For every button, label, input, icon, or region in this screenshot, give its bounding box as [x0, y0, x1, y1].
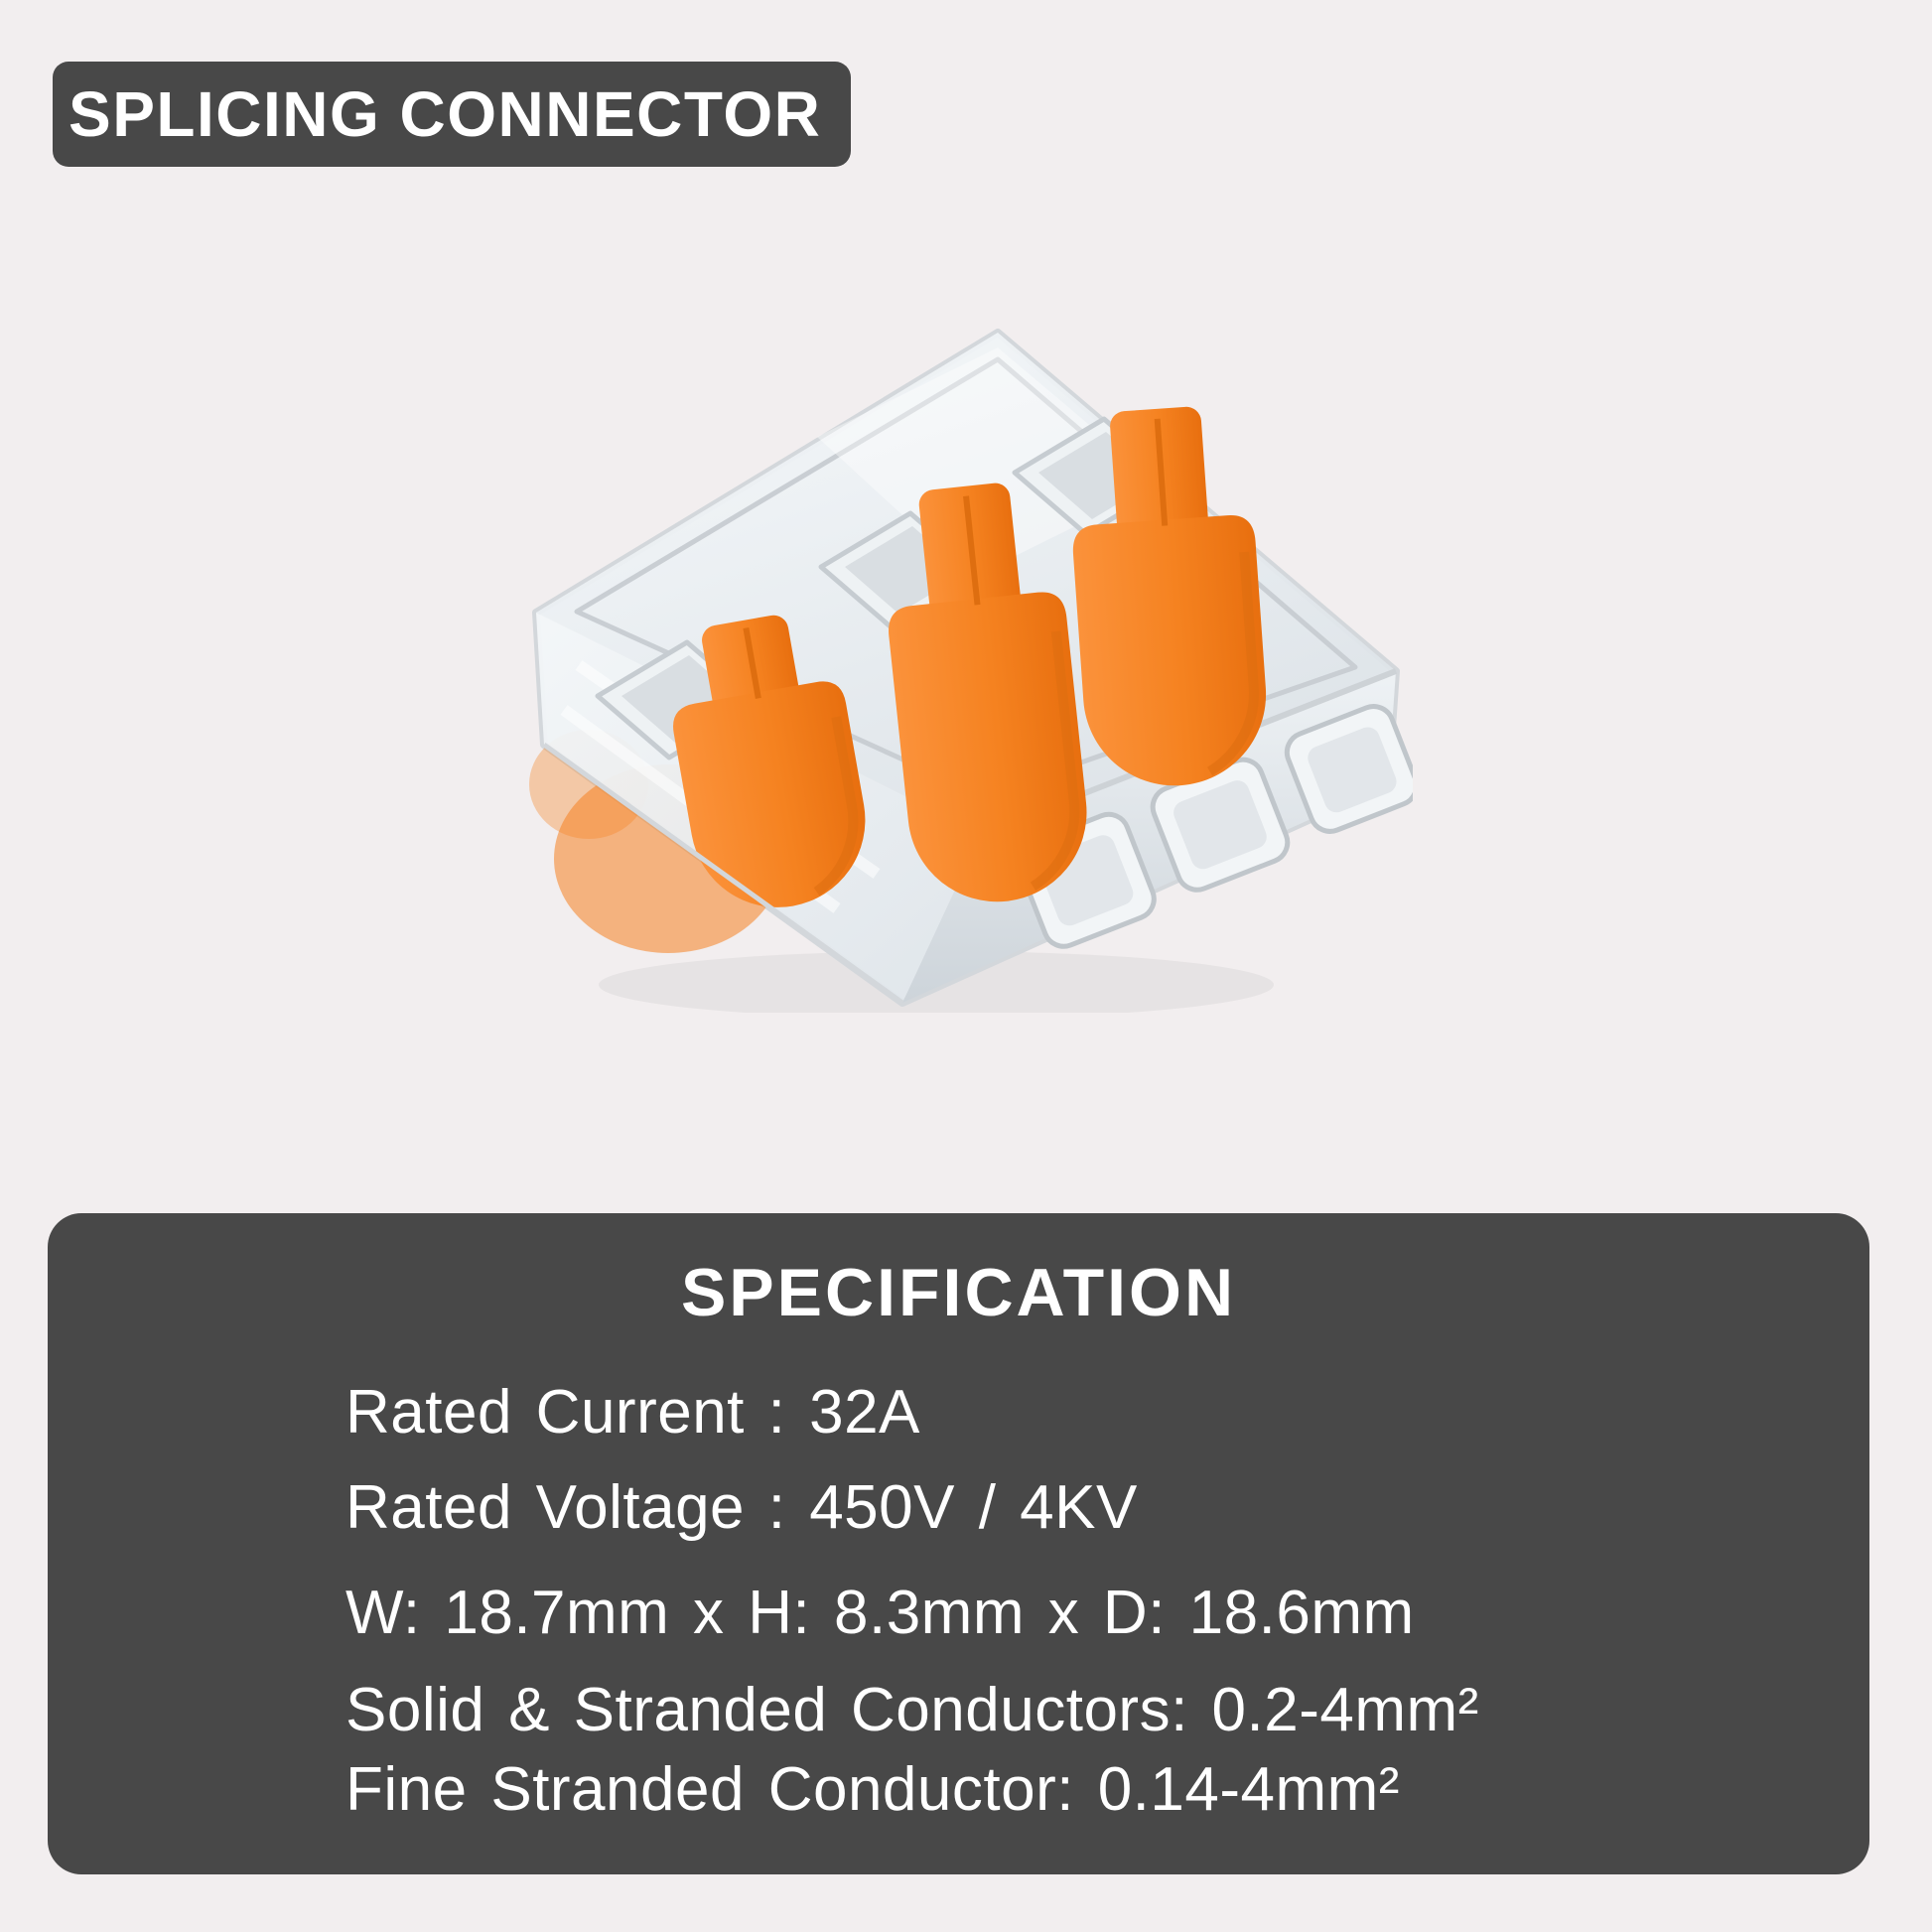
title-badge: SPLICING CONNECTOR: [53, 62, 852, 167]
lever-2: [889, 483, 1087, 902]
lever-2-shade: [1030, 630, 1080, 892]
product-image-splicing-connector: [529, 329, 1413, 1013]
lever-3-shade: [1206, 551, 1259, 776]
wire-port-2-inner: [1173, 780, 1267, 870]
specification-panel: SPECIFICATION Rated Current : 32A Rated …: [48, 1213, 1869, 1874]
specification-title: SPECIFICATION: [680, 1255, 1237, 1330]
bottom-edge: [542, 742, 904, 1006]
specification-lines: Rated Current : 32A Rated Voltage : 450V…: [345, 1382, 1830, 1821]
lever-2-paddle: [889, 592, 1087, 902]
lever-2-groove: [963, 495, 981, 606]
lever-1-shade: [813, 716, 859, 897]
spec-line-solid-stranded: Solid & Stranded Conductors: 0.2-4mm²: [345, 1676, 1479, 1744]
wire-ports: [1016, 704, 1413, 949]
spec-line-rated-current: Rated Current : 32A: [345, 1378, 920, 1447]
lever-1: [673, 615, 866, 907]
lever-3-groove: [1154, 418, 1169, 526]
lever-3: [1072, 406, 1267, 786]
lever-3-paddle: [1072, 515, 1267, 786]
wire-port-3-inner: [1308, 727, 1397, 813]
title-badge-label: SPLICING CONNECTOR: [69, 78, 822, 150]
lever-1-groove: [743, 627, 761, 699]
connector-front-wall: [902, 671, 1396, 1003]
spec-line-dimensions: W: 18.7mm x H: 8.3mm x D: 18.6mm: [345, 1579, 1415, 1647]
lever-1-paddle: [673, 681, 866, 907]
spec-line-rated-voltage: Rated Voltage : 450V / 4KV: [345, 1473, 1138, 1542]
spec-line-fine-stranded: Fine Stranded Conductor: 0.14-4mm²: [345, 1755, 1400, 1824]
